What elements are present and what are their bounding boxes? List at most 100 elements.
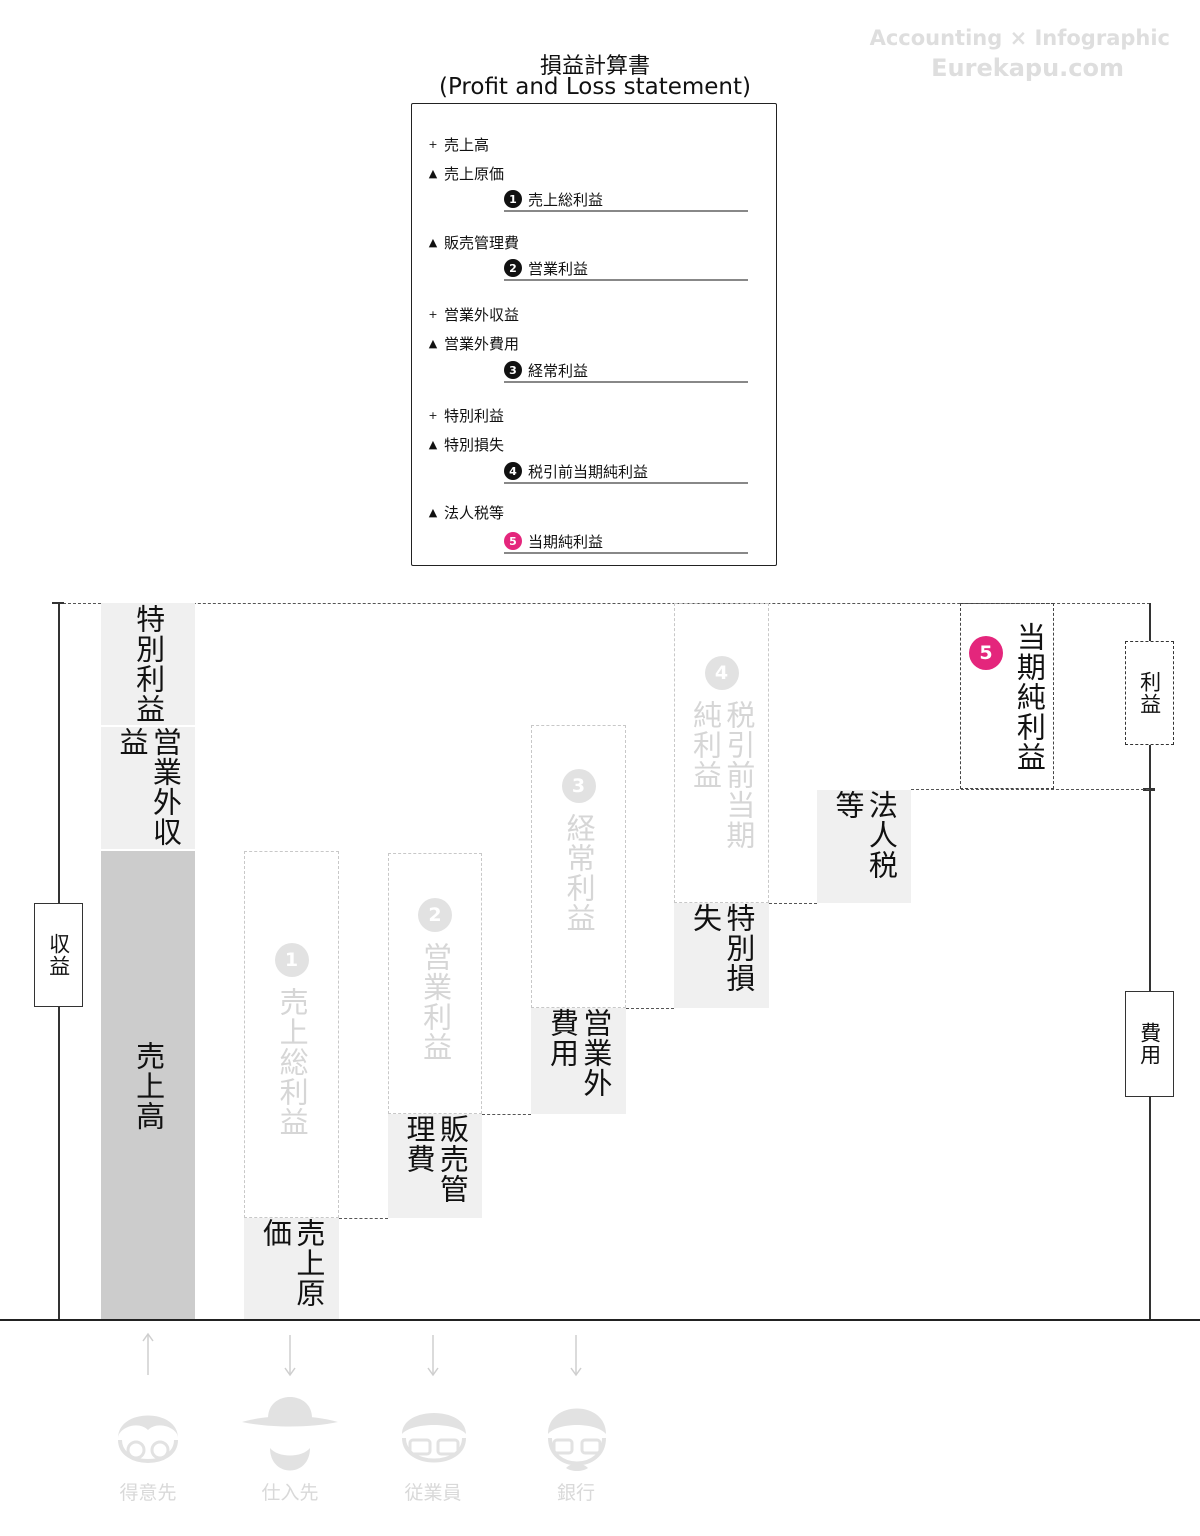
block-label: 特別損失 bbox=[688, 903, 756, 993]
block-label: 販売管理費 bbox=[402, 1114, 470, 1204]
block-label: 売上高 bbox=[131, 1040, 166, 1131]
pretax-profit-ghost-content: 4 税引前当期純利益 bbox=[674, 656, 769, 850]
pl-item-extraordinary-loss: ▲ 特別損失 bbox=[426, 434, 504, 455]
gross-profit-ghost-content: 1 売上総利益 bbox=[244, 943, 339, 1137]
pl-item-non-op-income: + 営業外収益 bbox=[426, 304, 519, 325]
extraordinary-loss-block: 特別損失 bbox=[674, 903, 769, 1008]
employee-label: 従業員 bbox=[404, 1482, 462, 1504]
profit-expense-divider bbox=[1143, 788, 1155, 791]
pretax-profit-ghost bbox=[674, 603, 769, 903]
ghost-label: 経常利益 bbox=[562, 813, 597, 933]
baseline bbox=[0, 1319, 1200, 1321]
ordinary-profit-ghost bbox=[531, 725, 626, 1008]
sga-block: 販売管理費 bbox=[388, 1114, 482, 1218]
pl-item-sales: + 売上高 bbox=[426, 134, 489, 155]
block-label: 営業外費用 bbox=[545, 1008, 613, 1098]
pl-item-label: 営業外費用 bbox=[444, 335, 520, 353]
number-1-icon: 1 bbox=[274, 943, 309, 977]
pl-subtotal-net-income: 5 当期純利益 bbox=[504, 532, 748, 554]
supplier-icon bbox=[242, 1397, 338, 1471]
operating-profit-ghost-content: 2 営業利益 bbox=[388, 898, 482, 1062]
expense-label: 費用 bbox=[1125, 991, 1174, 1097]
pl-item-sga: ▲ 販売管理費 bbox=[426, 232, 519, 253]
connector-line bbox=[769, 903, 817, 904]
triangle-icon: ▲ bbox=[428, 438, 438, 451]
pl-item-label: 売上高 bbox=[444, 136, 490, 154]
gross-profit-ghost bbox=[244, 851, 339, 1218]
number-4-icon: 4 bbox=[504, 462, 522, 480]
ghost-label: 売上総利益 bbox=[275, 987, 310, 1137]
revenue-label: 収益 bbox=[34, 903, 83, 1007]
bank-label: 銀行 bbox=[556, 1482, 595, 1504]
net-income-label: 当期純利益 bbox=[1012, 622, 1047, 772]
pl-subtotal-operating-profit: 2 営業利益 bbox=[504, 259, 748, 281]
number-5-icon: 5 bbox=[969, 636, 1003, 670]
plus-icon: + bbox=[428, 138, 438, 151]
right-axis-line bbox=[1149, 603, 1151, 1320]
ghost-label: 営業利益 bbox=[418, 942, 453, 1062]
pl-item-label: 特別損失 bbox=[444, 436, 505, 454]
pl-item-cogs: ▲ 売上原価 bbox=[426, 163, 504, 184]
non-operating-income-block: 営業外収益 bbox=[101, 727, 195, 849]
title-en: (Profit and Loss statement) bbox=[438, 74, 751, 100]
pl-subtotal-label: 経常利益 bbox=[528, 361, 589, 380]
ordinary-profit-ghost-content: 3 経常利益 bbox=[531, 769, 626, 933]
customer-label: 得意先 bbox=[119, 1482, 177, 1504]
employee-icon bbox=[402, 1413, 466, 1463]
top-reference-line bbox=[58, 603, 1150, 604]
number-3-icon: 3 bbox=[504, 361, 522, 379]
pl-item-corporate-tax: ▲ 法人税等 bbox=[426, 502, 504, 523]
sales-block: 売上高 bbox=[101, 851, 195, 1320]
number-2-icon: 2 bbox=[418, 898, 452, 932]
number-1-icon: 1 bbox=[504, 190, 522, 208]
triangle-icon: ▲ bbox=[428, 167, 438, 180]
block-label: 法人税等 bbox=[831, 790, 899, 880]
bank-icon bbox=[548, 1408, 606, 1471]
pl-subtotal-label: 売上総利益 bbox=[528, 190, 604, 209]
triangle-icon: ▲ bbox=[428, 337, 438, 350]
operating-profit-ghost bbox=[388, 853, 482, 1114]
pl-subtotal-label: 営業利益 bbox=[528, 259, 589, 278]
stakeholder-arrows bbox=[142, 1332, 582, 1377]
net-income-box bbox=[960, 603, 1054, 789]
pl-subtotal-gross-profit: 1 売上総利益 bbox=[504, 190, 748, 212]
number-5-icon: 5 bbox=[504, 532, 522, 550]
plus-icon: + bbox=[428, 409, 438, 422]
pl-item-label: 特別利益 bbox=[444, 407, 505, 425]
ghost-label: 税引前当期純利益 bbox=[688, 700, 756, 850]
non-operating-expense-block: 営業外費用 bbox=[531, 1008, 626, 1114]
title-jp: 損益計算書 bbox=[539, 54, 650, 79]
number-2-icon: 2 bbox=[504, 259, 522, 277]
pl-statement-box: + 売上高 ▲ 売上原価 1 売上総利益 ▲ 販売管理費 2 営業利益 + 営業外収益 ▲ 営… bbox=[411, 103, 777, 566]
connector-line bbox=[339, 1218, 388, 1219]
number-4-icon: 4 bbox=[704, 656, 739, 690]
pl-subtotal-pretax-profit: 4 税引前当期純利益 bbox=[504, 462, 748, 484]
watermark-line2: Eurekapu.com bbox=[931, 54, 1124, 82]
extraordinary-income-block: 特別利益 bbox=[101, 603, 195, 725]
pl-item-label: 営業外収益 bbox=[444, 306, 520, 324]
pl-subtotal-label: 当期純利益 bbox=[528, 532, 604, 551]
block-label: 営業外収益 bbox=[115, 727, 183, 847]
triangle-icon: ▲ bbox=[428, 236, 438, 249]
pl-item-extraordinary-income: + 特別利益 bbox=[426, 405, 504, 426]
number-3-icon: 3 bbox=[561, 769, 596, 803]
pl-subtotal-label: 税引前当期純利益 bbox=[528, 462, 649, 481]
pl-subtotal-ordinary-profit: 3 経常利益 bbox=[504, 361, 748, 383]
watermark-line1: Accounting × Infographic bbox=[869, 26, 1170, 50]
pl-item-non-op-expense: ▲ 営業外費用 bbox=[426, 333, 519, 354]
pl-item-label: 販売管理費 bbox=[444, 234, 520, 252]
plus-icon: + bbox=[428, 308, 438, 321]
connector-line bbox=[626, 1008, 674, 1009]
cost-of-sales-block: 売上原価 bbox=[244, 1218, 339, 1320]
connector-line bbox=[482, 1114, 531, 1115]
supplier-label: 仕入先 bbox=[261, 1482, 319, 1504]
block-label: 売上原価 bbox=[258, 1218, 326, 1308]
profit-label: 利益 bbox=[1125, 641, 1174, 745]
pl-item-label: 売上原価 bbox=[444, 165, 505, 183]
pl-item-label: 法人税等 bbox=[444, 504, 505, 522]
customer-icon bbox=[118, 1415, 178, 1463]
net-income-baseline bbox=[911, 789, 1149, 790]
block-label: 特別利益 bbox=[131, 604, 166, 724]
triangle-icon: ▲ bbox=[428, 506, 438, 519]
corporate-tax-block: 法人税等 bbox=[817, 790, 911, 903]
